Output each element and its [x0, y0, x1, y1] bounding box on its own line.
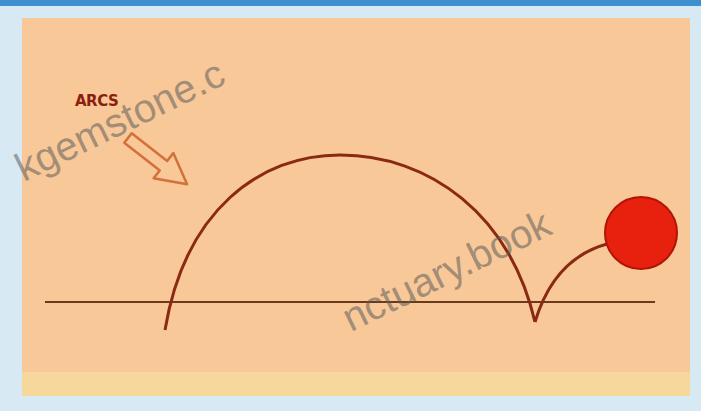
ball: [605, 197, 677, 269]
panel: [22, 18, 690, 396]
bottom-strip: [22, 372, 690, 396]
bounce-arc: [535, 244, 607, 322]
top-bar: [0, 0, 701, 6]
